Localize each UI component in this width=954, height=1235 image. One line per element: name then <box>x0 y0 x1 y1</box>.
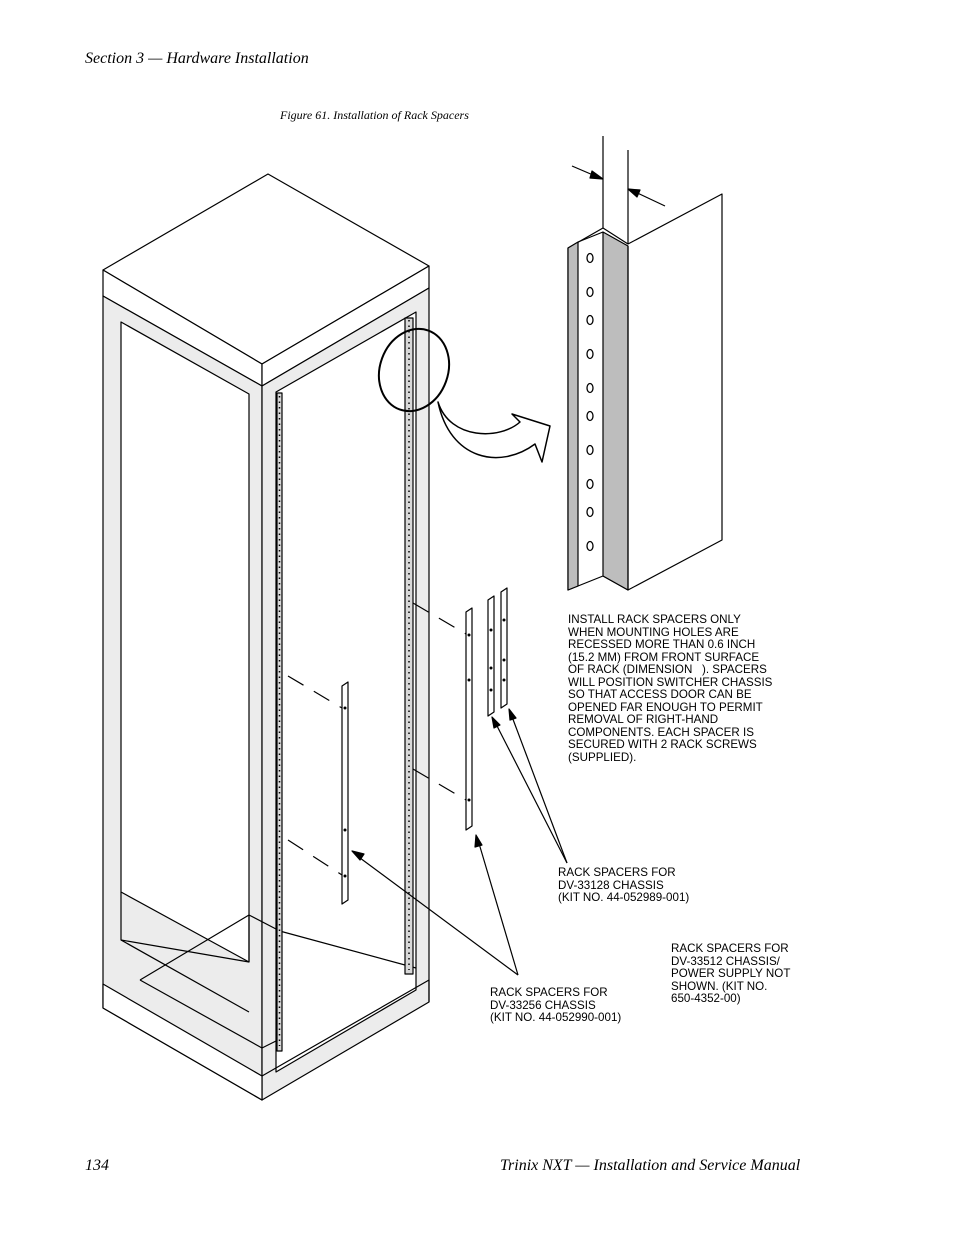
figure-caption: Figure 61. Installation of Rack Spacers <box>280 108 469 122</box>
alignment-lines <box>287 602 467 876</box>
leader-arrows <box>351 708 568 976</box>
label-dv33256: RACK SPACERS FOR DV-33256 CHASSIS (KIT N… <box>490 986 622 1024</box>
mounting-holes <box>586 252 594 552</box>
label-dv33512: RACK SPACERS FOR DV-33512 CHASSIS/ POWER… <box>671 942 791 1005</box>
install-note: INSTALL RACK SPACERS ONLY WHEN MOUNTING … <box>568 613 773 764</box>
page-number: 134 <box>85 1157 109 1174</box>
section-header: Section 3 — Hardware Installation <box>85 50 309 67</box>
rack-spacers <box>341 587 508 905</box>
manual-title: Trinix NXT — Installation and Service Ma… <box>500 1157 801 1174</box>
label-dv33128: RACK SPACERS FOR DV-33128 CHASSIS (KIT N… <box>558 866 690 904</box>
rack-cabinet <box>102 173 430 1101</box>
rail-detail <box>567 136 723 591</box>
zoom-arrow <box>437 401 551 463</box>
zoom-circle <box>377 327 451 413</box>
